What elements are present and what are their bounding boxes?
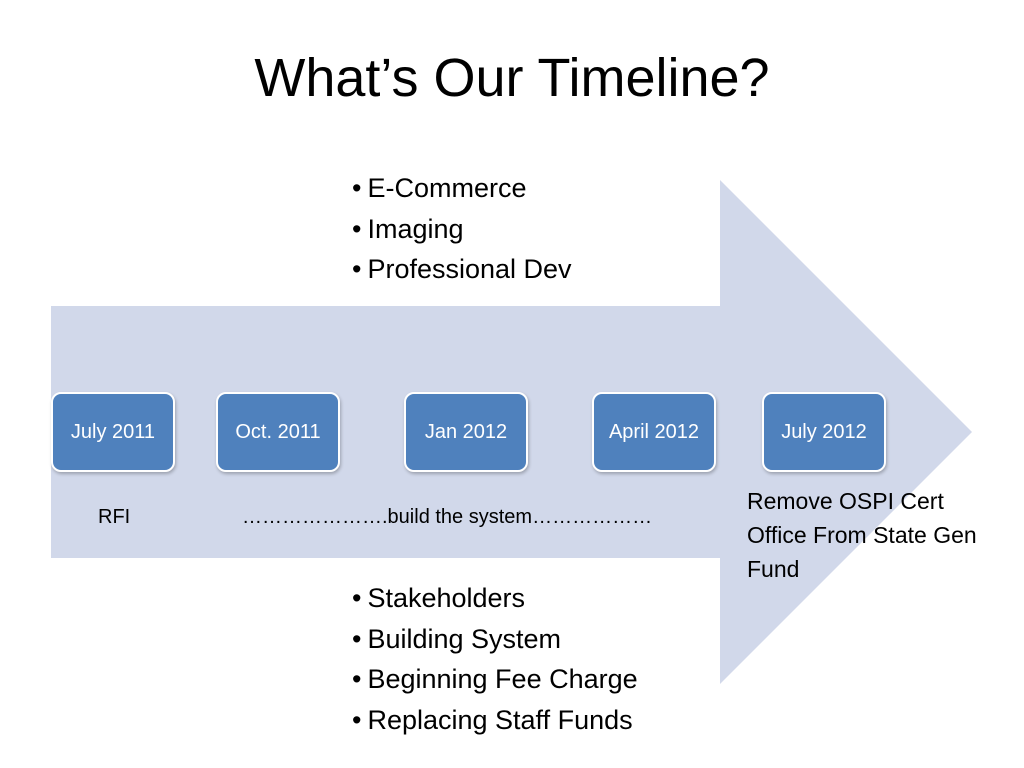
list-item: Replacing Staff Funds: [352, 700, 638, 741]
milestone-box: Jan 2012: [404, 392, 528, 472]
milestone-label: April 2012: [608, 421, 700, 443]
top-bullet-list: E-Commerce Imaging Professional Dev: [352, 168, 572, 290]
slide-title: What’s Our Timeline?: [254, 48, 770, 108]
list-item: Building System: [352, 619, 638, 660]
milestone-box: April 2012: [592, 392, 716, 472]
milestone-label: Jan 2012: [424, 421, 508, 443]
milestone-box: Oct. 2011: [216, 392, 340, 472]
list-item: E-Commerce: [352, 168, 572, 209]
milestone-label: Oct. 2011: [235, 421, 321, 443]
build-system-label: ………………….build the system………………: [242, 506, 653, 528]
milestone-label: July 2012: [781, 421, 867, 443]
rfi-label: RFI: [98, 506, 131, 528]
remove-ospi-label: Remove OSPI Cert Office From State Gen F…: [747, 488, 977, 582]
list-item: Beginning Fee Charge: [352, 659, 637, 700]
list-item: Professional Dev: [352, 249, 571, 290]
bottom-bullet-list: Stakeholders Building System Beginning F…: [352, 578, 638, 741]
milestone-box: July 2011: [51, 392, 175, 472]
milestone-label: July 2011: [70, 421, 156, 443]
list-item: Imaging: [352, 209, 572, 250]
list-item: Stakeholders: [352, 578, 638, 619]
milestone-box: July 2012: [762, 392, 886, 472]
